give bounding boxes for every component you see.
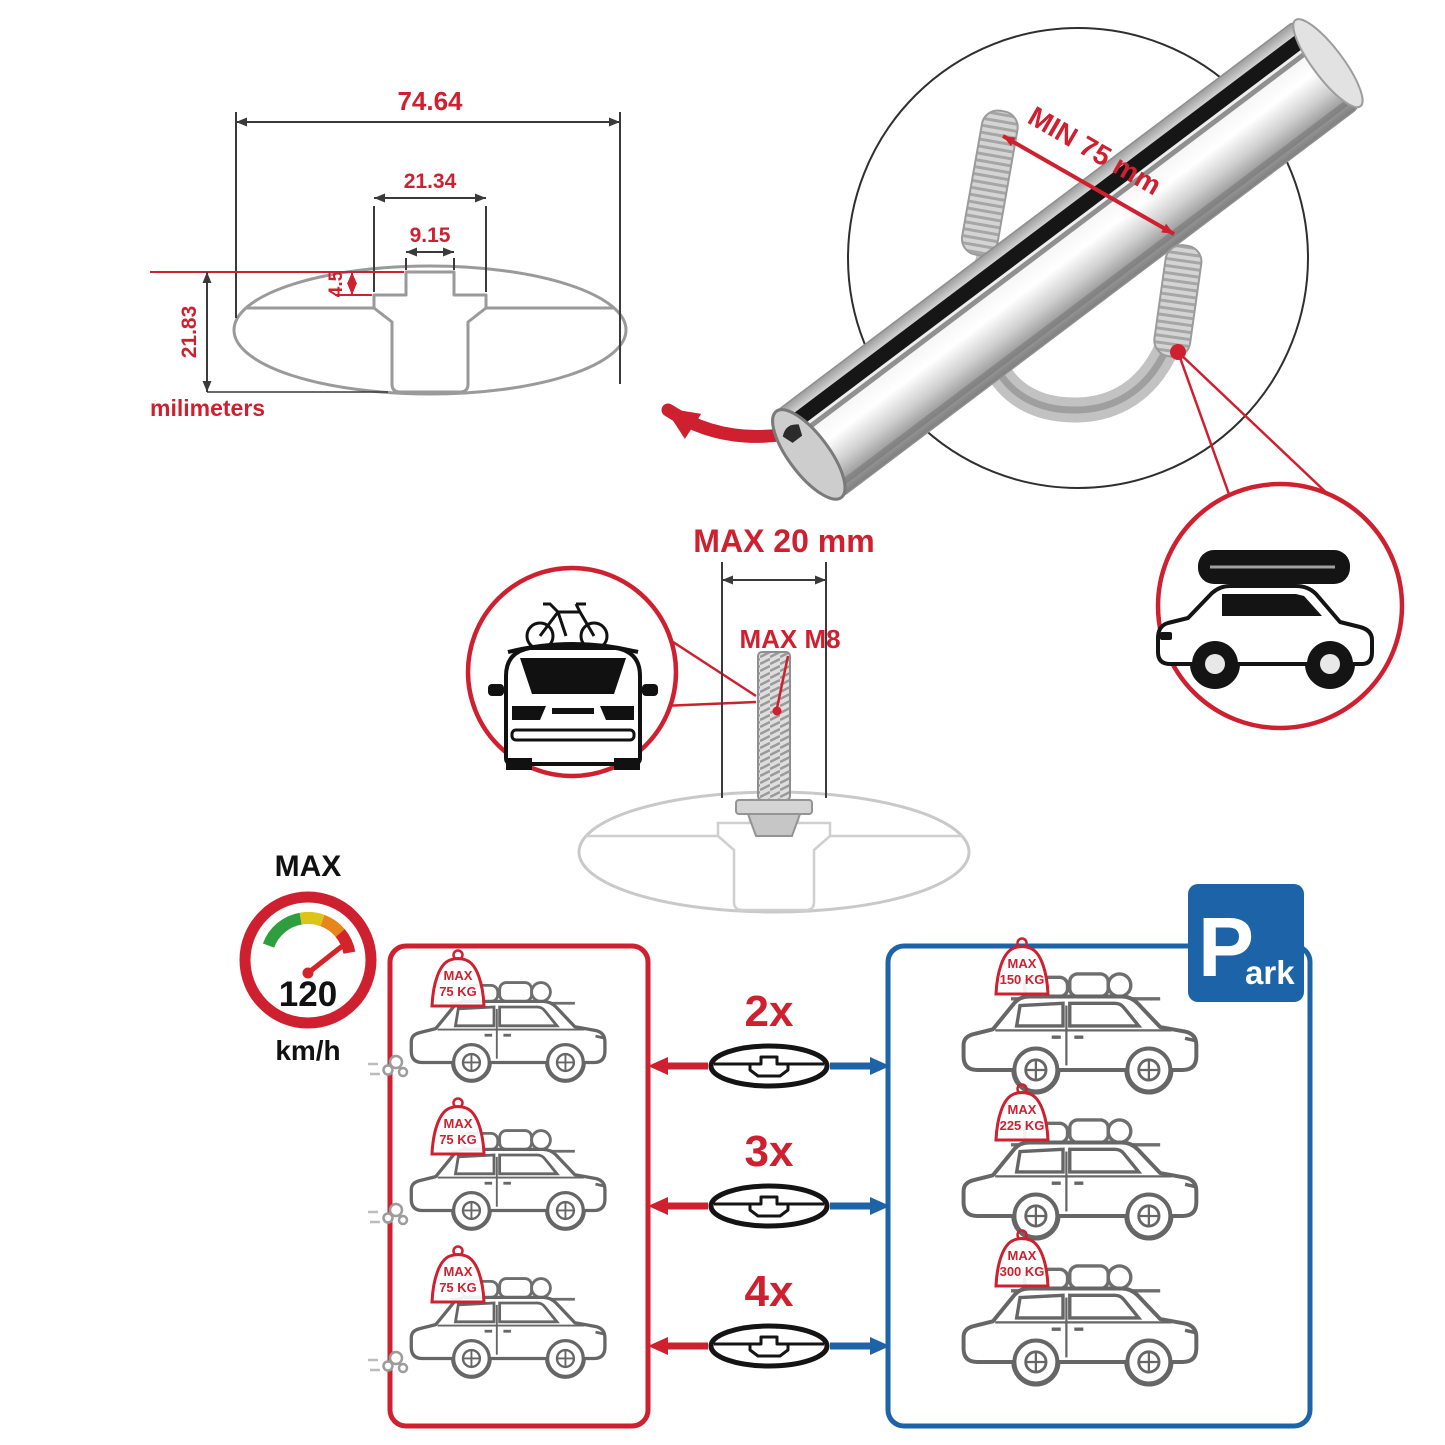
bar-icon-3 [711, 1326, 827, 1366]
car-bumper [510, 728, 636, 742]
load-max-label: MAX [1008, 1248, 1037, 1263]
car-callout-line-1 [669, 638, 757, 698]
car-mirror-right [642, 684, 658, 696]
park-letter: P [1198, 900, 1254, 994]
dimension-lip-depth: 4.5 [150, 270, 404, 297]
t-slot-profile [372, 270, 488, 394]
callout-line-2 [1177, 351, 1333, 499]
suv-roofbox-badge [1155, 481, 1405, 731]
bolt-detail: MAX 20 mm MAX M8 [465, 523, 971, 914]
car-windshield [520, 658, 626, 694]
callout-line-1 [1176, 351, 1232, 498]
load-max-label: MAX [1008, 1102, 1037, 1117]
bolt-head-plate [735, 799, 813, 815]
multiplier-label: 4x [745, 1267, 794, 1316]
multiplier-label: 3x [745, 1127, 794, 1176]
dimension-max-m8: MAX M8 [739, 624, 841, 716]
load-value: 225 KG [1000, 1118, 1045, 1133]
bike-car-badge [465, 565, 679, 779]
car-wheel-left [506, 758, 532, 770]
gauge-needle [305, 944, 344, 976]
dimension-max-20: MAX 20 mm [693, 523, 875, 798]
car-wheel-right [614, 758, 640, 770]
speed-max-label: MAX [275, 850, 342, 883]
speed-value: 120 [279, 975, 337, 1014]
faint-profile [716, 798, 832, 912]
load-value: 75 KG [439, 1280, 477, 1295]
dim-21-83: 21.83 [178, 306, 201, 359]
multiplier-rows: 2x 3x 4x [648, 987, 890, 1366]
dim-4-5: 4.5 [326, 270, 347, 297]
dimension-slot-inner: 9.15 [405, 224, 455, 270]
bar-zoom-detail: MIN 75 mm [771, 18, 1364, 501]
load-max-label: MAX [444, 968, 473, 983]
dim-9-15: 9.15 [410, 224, 451, 247]
gauge-arc [262, 911, 356, 955]
car-headlight-right [600, 706, 634, 720]
park-suffix: ark [1245, 954, 1295, 991]
cross-section-diagram: 74.64 21.34 9.15 4.5 21.83 mil [150, 86, 628, 421]
load-value: 150 KG [1000, 972, 1045, 987]
dim-21-34: 21.34 [404, 170, 457, 193]
load-value: 75 KG [439, 1132, 477, 1147]
speed-limit-badge: MAX 120 km/h [239, 850, 377, 1066]
park-sign: P ark [1188, 884, 1304, 1002]
car-headlight-left [512, 706, 546, 720]
units-label: milimeters [150, 395, 265, 421]
dimension-slot-outer: 21.34 [373, 170, 487, 292]
suv-windows [1222, 594, 1322, 616]
bar-icon-1 [711, 1046, 827, 1086]
clamp-post-right [1153, 244, 1203, 358]
dimension-outer-width: 74.64 [235, 86, 621, 384]
load-max-label: MAX [444, 1116, 473, 1131]
car-mirror-left [488, 684, 504, 696]
car-callout-line-2 [661, 700, 757, 708]
speed-unit: km/h [275, 1035, 340, 1066]
multiplier-label: 2x [745, 987, 794, 1036]
parked-panel: MAX 150 KG MAX 225 KG MAX 300 KG [885, 937, 1313, 1429]
max-m8-label: MAX M8 [739, 624, 840, 654]
driving-panel: MAX 75 KG MAX 75 KG MAX 75 KG [366, 943, 651, 1429]
gauge-pivot [302, 967, 314, 979]
park-sign-plate [1188, 884, 1304, 1002]
max-20-label: MAX 20 mm [693, 523, 874, 559]
min-span-arrow [1002, 134, 1175, 236]
bar-icon-2 [711, 1186, 827, 1226]
dimension-height: 21.83 [178, 272, 388, 393]
bolt-head [746, 813, 802, 837]
dim-74-64: 74.64 [397, 86, 463, 116]
suv-headlight [1160, 632, 1172, 640]
bar-ellipse-outline [232, 264, 628, 396]
load-max-label: MAX [1008, 956, 1037, 971]
load-value: 300 KG [1000, 1264, 1045, 1279]
load-max-label: MAX [444, 1264, 473, 1279]
load-value: 75 KG [439, 984, 477, 999]
car-grille [552, 708, 594, 714]
